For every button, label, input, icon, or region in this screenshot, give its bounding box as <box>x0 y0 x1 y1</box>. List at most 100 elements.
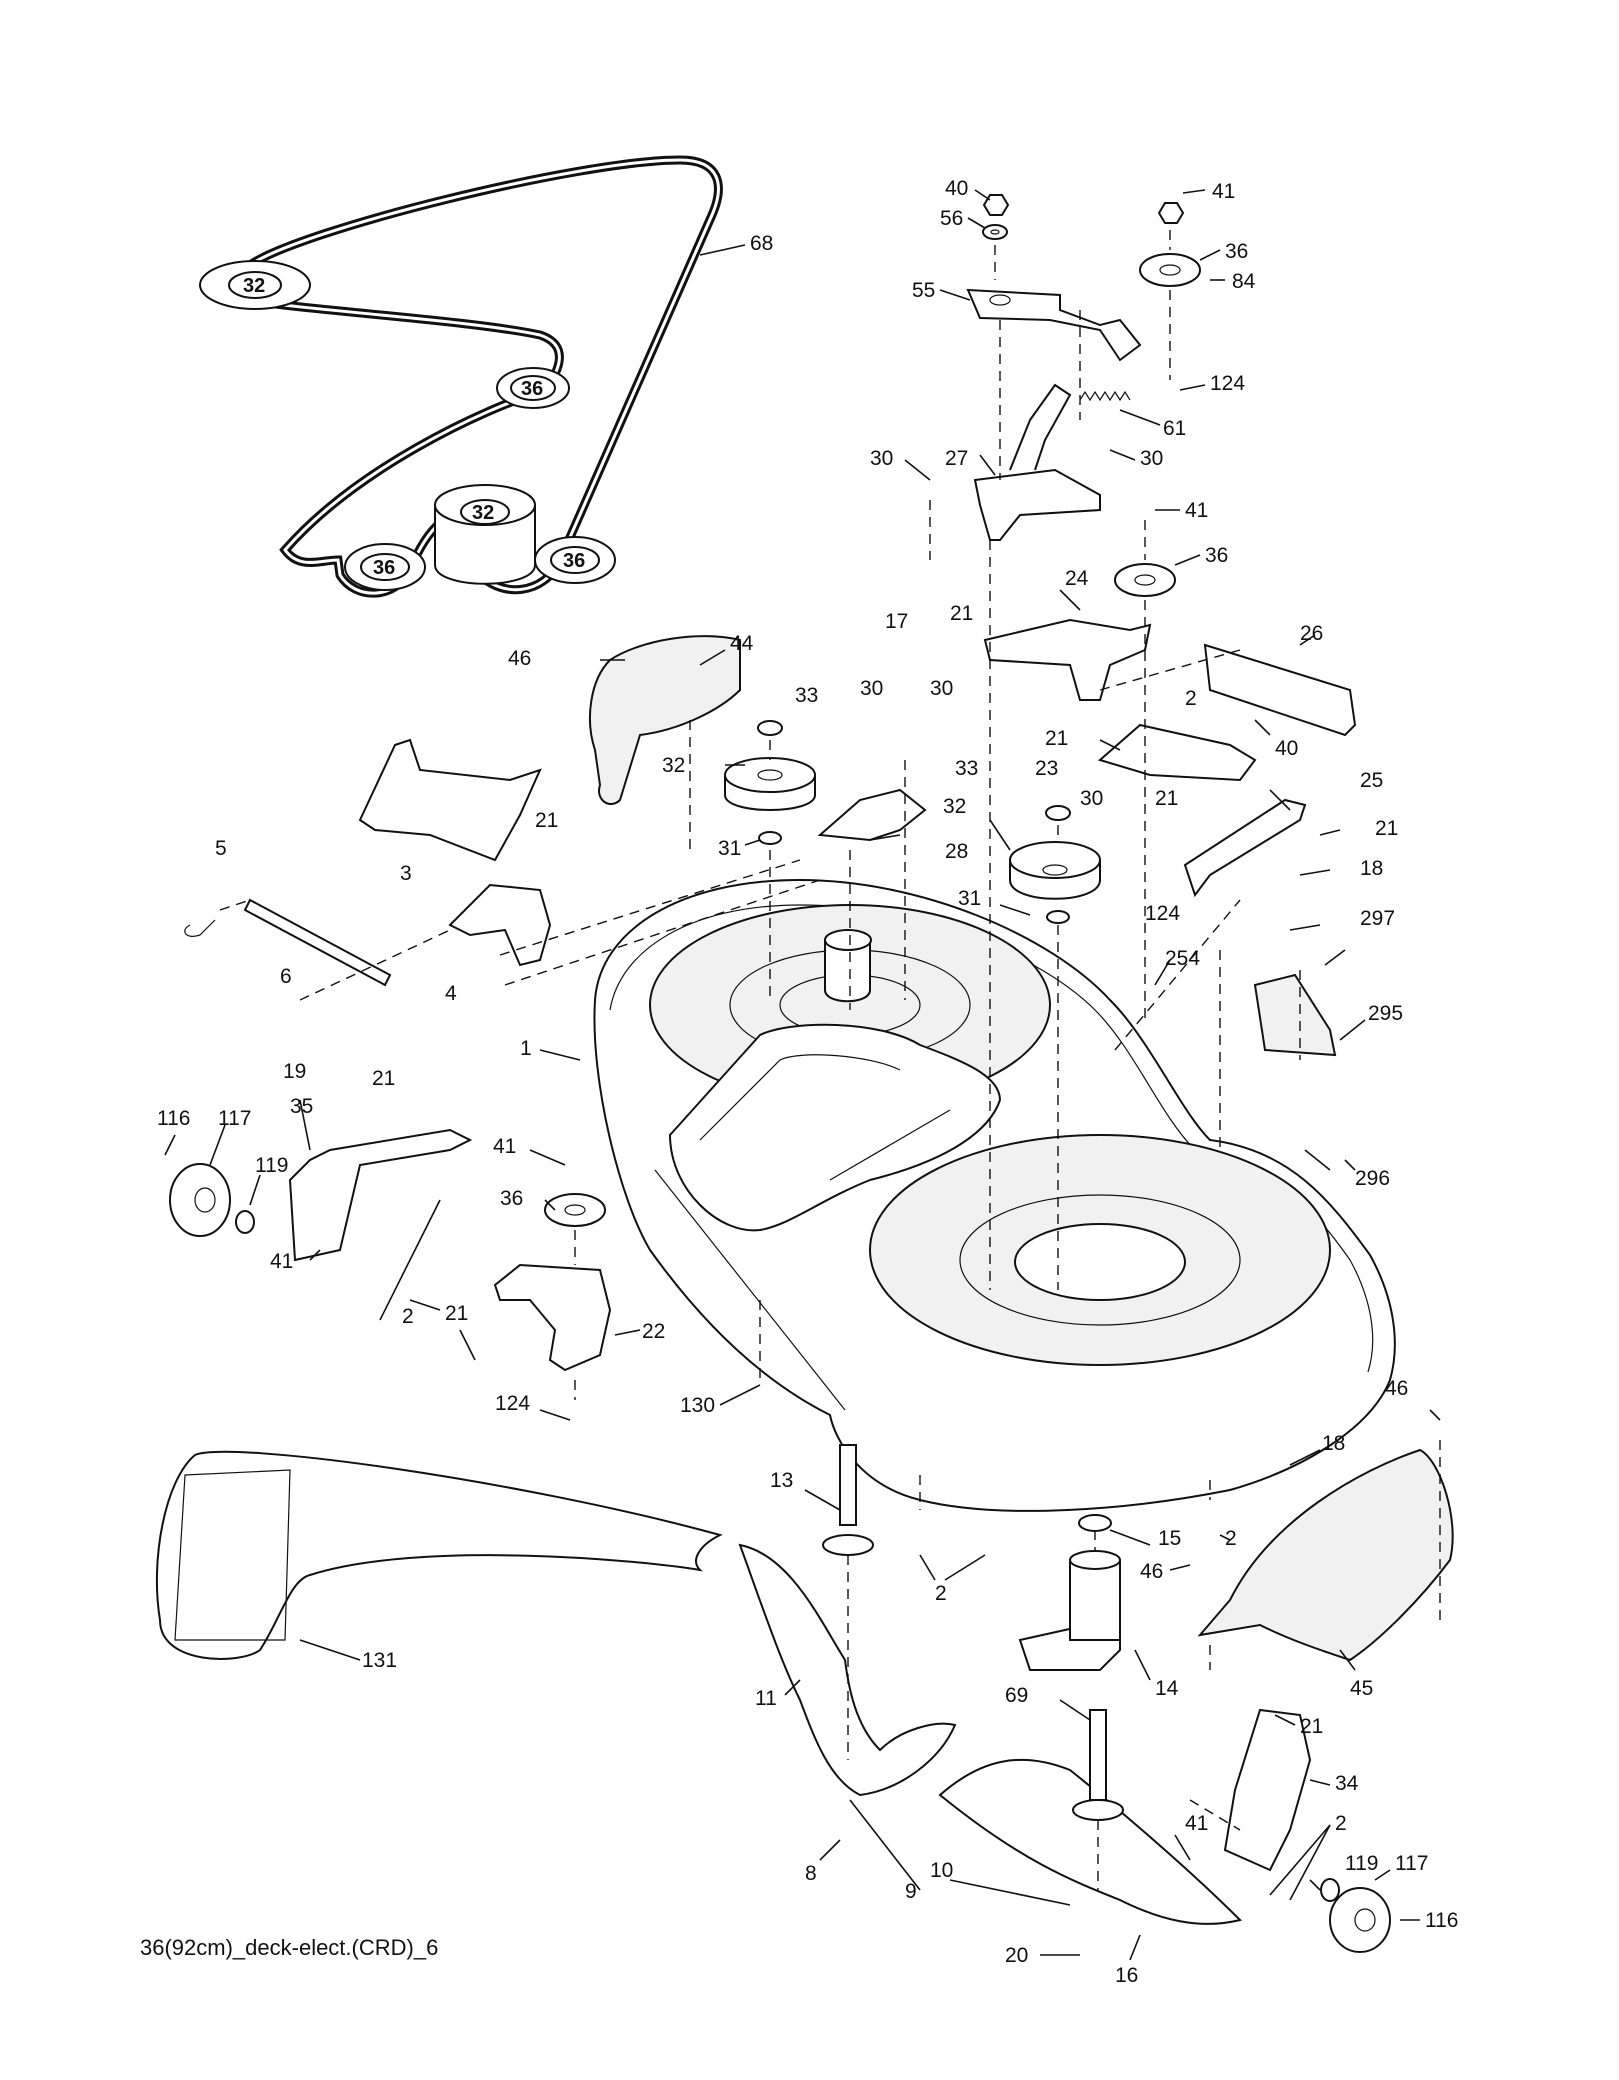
callout-30: 30 <box>1080 787 1103 810</box>
part-13-spindle <box>822 1444 874 1556</box>
part-26-bracket <box>1203 643 1357 737</box>
parts <box>155 194 1454 1953</box>
callout-leaders <box>164 189 1441 1961</box>
part-25-bracket <box>1183 798 1307 898</box>
part-35-bracket <box>288 1128 473 1262</box>
callout-117: 117 <box>218 1107 251 1130</box>
callout-16: 16 <box>1115 1964 1138 1987</box>
callout-33: 33 <box>795 684 818 707</box>
leader-68 <box>699 244 746 256</box>
callout-45: 45 <box>1350 1677 1373 1700</box>
part-119-washer-right <box>1320 1878 1340 1902</box>
callout-2: 2 <box>935 1582 947 1605</box>
belt-label-32-top: 32 <box>243 275 265 297</box>
part-23-plate <box>1097 723 1257 782</box>
part-11-blade <box>738 1543 957 1797</box>
callout-46: 46 <box>1385 1377 1408 1400</box>
part-45-guard <box>1197 1448 1454 1662</box>
part-36-pulley-lower <box>544 1193 606 1227</box>
callout-124: 124 <box>1210 372 1245 395</box>
part-32-pulley-left <box>724 757 816 811</box>
callout-22: 22 <box>642 1320 665 1343</box>
callout-21: 21 <box>1300 1715 1323 1738</box>
callout-116: 116 <box>1425 1909 1458 1932</box>
callout-10: 10 <box>930 1859 953 1882</box>
part-34-bracket <box>1223 1708 1312 1872</box>
part-69-spindle <box>1072 1709 1124 1821</box>
callout-40: 40 <box>945 177 968 200</box>
callout-30: 30 <box>870 447 893 470</box>
part-4-bracket <box>448 883 552 967</box>
callout-40: 40 <box>1275 737 1298 760</box>
callout-21: 21 <box>1155 787 1178 810</box>
callout-41: 41 <box>1212 180 1235 203</box>
part-15-washer <box>1078 1514 1112 1532</box>
callout-27: 27 <box>945 447 968 470</box>
callout-297: 297 <box>1360 907 1395 930</box>
callout-130: 130 <box>680 1394 715 1417</box>
part-33-washer-left <box>757 720 783 736</box>
belt-pulley-32-top <box>199 260 311 310</box>
callout-2: 2 <box>1335 1812 1347 1835</box>
belt-pulley-36-left <box>344 543 426 591</box>
belt-routing: 32 36 32 36 36 68 <box>199 155 773 598</box>
callout-3: 3 <box>400 862 412 885</box>
callout-116: 116 <box>157 1107 190 1130</box>
callout-117: 117 <box>1395 1852 1428 1875</box>
belt-pulley-32-center <box>434 484 536 585</box>
callout-68: 68 <box>750 232 773 255</box>
callout-5: 5 <box>215 837 227 860</box>
callout-28: 28 <box>945 840 968 863</box>
callout-69: 69 <box>1005 1684 1028 1707</box>
belt-label-36-upper: 36 <box>521 378 543 400</box>
callout-36: 36 <box>1225 240 1248 263</box>
callout-30: 30 <box>930 677 953 700</box>
callout-14: 14 <box>1155 1677 1179 1700</box>
part-22-bracket <box>493 1263 612 1372</box>
callout-1: 1 <box>520 1037 532 1060</box>
callout-41: 41 <box>1185 499 1208 522</box>
part-55-bracket <box>966 288 1142 362</box>
callout-61: 61 <box>1163 417 1186 440</box>
callout-296: 296 <box>1355 1167 1390 1190</box>
callout-2: 2 <box>1225 1527 1237 1550</box>
diagram-caption: 36(92cm)_deck-elect.(CRD)_6 <box>140 1935 439 1960</box>
callout-254: 254 <box>1165 947 1200 970</box>
guide-lines <box>219 230 1441 1890</box>
part-36-pulley-mid <box>1114 563 1176 597</box>
callout-41: 41 <box>1185 1812 1208 1835</box>
part-27-bracket <box>973 468 1101 541</box>
callout-6: 6 <box>280 965 292 988</box>
part-6-bar <box>243 898 392 987</box>
callout-20: 20 <box>1005 1944 1028 1967</box>
part-5-pin <box>184 919 216 937</box>
callout-41: 41 <box>270 1250 293 1273</box>
part-28-bracket <box>817 788 927 842</box>
part-31-washer-right <box>1046 910 1070 924</box>
part-131-chute <box>155 1450 723 1660</box>
callout-84: 84 <box>1232 270 1256 293</box>
callout-34: 34 <box>1335 1772 1359 1795</box>
part-36-pulley-top <box>1139 253 1201 287</box>
belt-pulley-36-right <box>534 536 616 584</box>
callout-24: 24 <box>1065 567 1089 590</box>
callout-56: 56 <box>940 207 963 230</box>
callout-9: 9 <box>905 1880 917 1903</box>
callout-19: 19 <box>283 1060 306 1083</box>
callout-36: 36 <box>500 1187 523 1210</box>
callout-21: 21 <box>535 809 558 832</box>
part-61-spring <box>1079 390 1131 402</box>
callout-numbers: 40 56 55 41 36 84 124 61 30 27 30 41 36 … <box>157 177 1458 1987</box>
part-24-bracket <box>983 618 1152 701</box>
callout-32: 32 <box>662 754 685 777</box>
part-44-shield <box>589 635 741 805</box>
belt-pulley-36-upper <box>496 367 570 409</box>
part-119-washer-left <box>235 1210 255 1234</box>
callout-46: 46 <box>1140 1560 1163 1583</box>
callout-55: 55 <box>912 279 935 302</box>
callout-21: 21 <box>1045 727 1068 750</box>
callout-11: 11 <box>755 1687 777 1710</box>
callout-41: 41 <box>493 1135 516 1158</box>
callout-124: 124 <box>1145 902 1180 925</box>
